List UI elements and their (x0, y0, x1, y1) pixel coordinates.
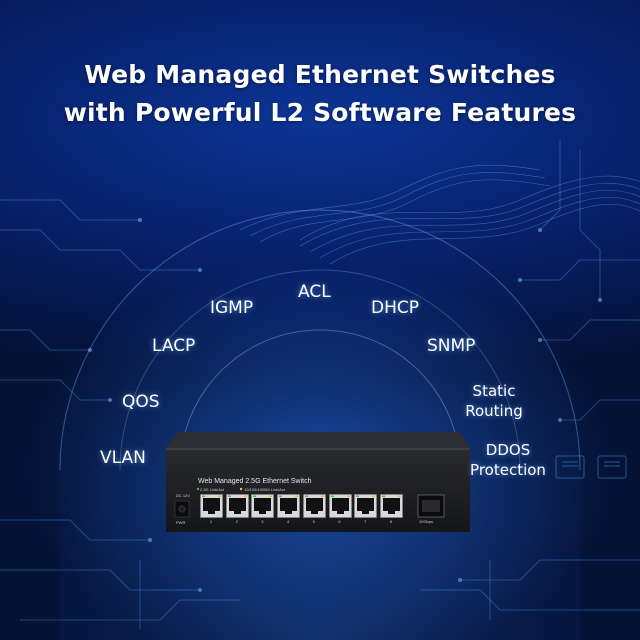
rj45-port-4 (277, 494, 300, 518)
port-number-label: 5 (312, 519, 315, 524)
dc-input-label: DC 12V (176, 493, 191, 498)
sfp-label: 10Gbps (419, 519, 434, 524)
port-number-label: 6 (338, 519, 341, 524)
feature-static-routing: Static Routing (458, 381, 530, 421)
power-label: PWR (176, 520, 186, 525)
rj45-port-8 (380, 494, 403, 518)
led-legend-2-5g: 2.5G Link/Act (200, 487, 225, 492)
port-number-label: 3 (261, 519, 264, 524)
rj45-port-1 (200, 494, 223, 518)
device-title: Web Managed 2.5G Ethernet Switch (198, 478, 312, 485)
feature-ddos-line2: Protection (470, 461, 546, 479)
port-number-label: 1 (209, 519, 213, 524)
feature-static-routing-line2: Routing (465, 402, 523, 420)
feature-lacp: LACP (152, 336, 196, 356)
feature-vlan: VLAN (100, 448, 146, 468)
feature-ddos-protection: DDOS Protection (462, 440, 554, 480)
led-legend-gigabit: 10/100/1000M Link/Act (244, 487, 285, 492)
port-number-label: 7 (364, 519, 367, 524)
port-number-label: 2 (235, 519, 238, 524)
feature-qos: QOS (122, 392, 160, 412)
rj45-port-5 (302, 494, 326, 518)
feature-igmp: IGMP (210, 298, 254, 318)
rj45-port-7 (354, 494, 377, 518)
headline: Web Managed Ethernet Switches with Power… (0, 56, 640, 132)
headline-line-1: Web Managed Ethernet Switches (84, 60, 556, 89)
feature-acl: ACL (298, 282, 331, 302)
rj45-port-6 (328, 494, 352, 518)
headline-line-2: with Powerful L2 Software Features (63, 98, 577, 127)
rj45-port-3 (251, 494, 275, 518)
feature-arcs (59, 209, 581, 640)
port-number-label: 4 (286, 519, 290, 524)
feature-ddos-line1: DDOS (485, 441, 531, 459)
bg-port-icons (555, 455, 627, 479)
feature-dhcp: DHCP (371, 298, 419, 318)
rj45-port-2 (225, 494, 249, 518)
port-number-label: 8 (389, 519, 392, 524)
feature-static-routing-line1: Static (472, 382, 516, 400)
feature-snmp: SNMP (427, 336, 476, 356)
